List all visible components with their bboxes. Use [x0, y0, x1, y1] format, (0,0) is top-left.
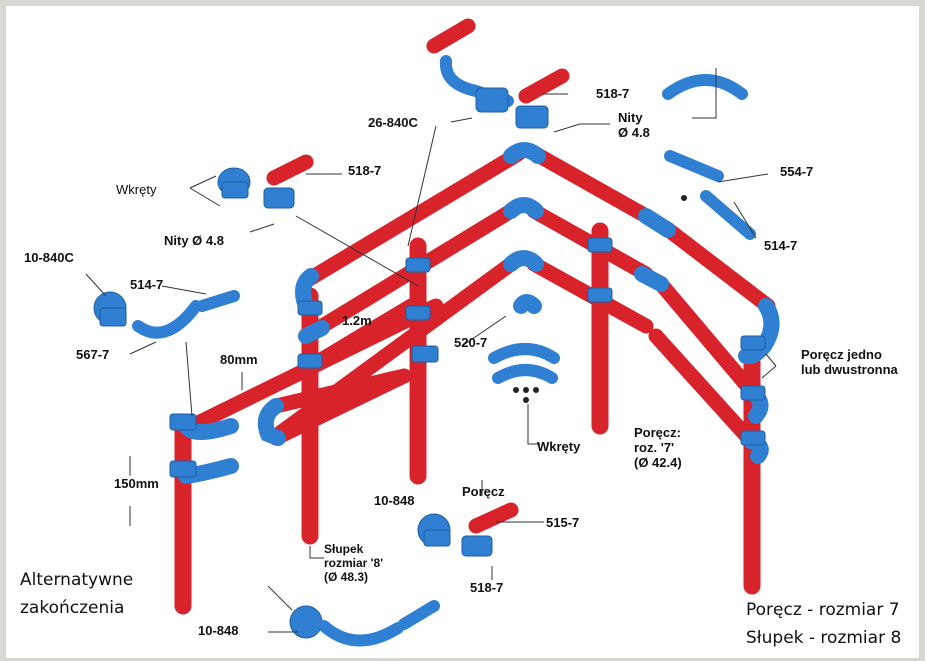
rail-low-left [268, 256, 519, 444]
part-514-left [196, 290, 240, 312]
elbow-top-apex [503, 142, 546, 164]
label-slupek-line1: Słupek [324, 542, 364, 556]
part-515-7 [461, 535, 493, 557]
legend-porecz: Poręcz - rozmiar 7 [746, 600, 900, 620]
label-slupek-line2: rozmiar '8' [324, 556, 384, 570]
part-elbow-upper-right [662, 74, 748, 100]
label-alternatywne-line1: Alternatywne [20, 570, 134, 590]
label-518-7-top: 518-7 [596, 86, 630, 101]
part-514-right [700, 190, 756, 240]
rail-top-right-a [528, 146, 654, 224]
label-554-7: 554-7 [780, 164, 814, 179]
fitting-520-base [411, 345, 439, 363]
label-1-2m: 1.2m [342, 313, 372, 328]
part-red-stub-top [426, 18, 476, 54]
label-520-7: 520-7 [454, 335, 488, 350]
part-518-left-stub [266, 154, 314, 186]
part-porecz-stub [468, 502, 519, 534]
part-elbow-bottom [318, 620, 404, 647]
label-slupek-line3: (Ø 48.3) [324, 570, 369, 584]
part-518-top-stub [518, 68, 570, 104]
label-518-7-left: 518-7 [348, 163, 382, 178]
part-554-7 [664, 150, 724, 182]
label-porecz-roz-line1: Poręcz: [634, 425, 681, 440]
alt-end-clamp-top [169, 413, 197, 431]
label-nity-left: Nity Ø 4.8 [164, 233, 224, 248]
elbow-mid-apex [503, 197, 544, 219]
label-porecz-jedno-line2: lub dwustronna [801, 362, 898, 377]
part-518-top [515, 105, 549, 129]
tee-right-mid [587, 287, 613, 303]
rail-top-left [298, 146, 526, 289]
exploded-parts [93, 18, 756, 647]
diagram-canvas: .red{fill:none;stroke:#d8232b;stroke-wid… [6, 6, 919, 658]
part-518-left [263, 187, 295, 209]
label-10-848-mid: 10-848 [374, 493, 415, 508]
label-porecz-roz-line2: roz. '7' [634, 440, 675, 455]
elbow-low-apex [503, 250, 544, 272]
legend-slupek: Słupek - rozmiar 8 [746, 628, 902, 648]
label-porecz-roz-line3: (Ø 42.4) [634, 455, 682, 470]
label-515-7: 515-7 [546, 515, 580, 530]
label-567-7: 567-7 [76, 347, 110, 362]
label-wkrety-left: Wkręty [116, 182, 157, 197]
label-80mm: 80mm [220, 352, 258, 367]
part-10-848-bottom [289, 605, 323, 639]
label-514-7-right: 514-7 [764, 238, 798, 253]
alt-end-clamp-bottom [169, 460, 197, 478]
label-porecz: Poręcz [462, 484, 505, 499]
label-porecz-jedno-line1: Poręcz jedno [801, 347, 882, 362]
label-alternatywne-line2: zakończenia [20, 598, 125, 618]
tee-right-top [587, 237, 613, 253]
rail-mid-right-b [653, 276, 762, 402]
u-return [257, 398, 286, 446]
label-10-848-bottom: 10-848 [198, 623, 239, 638]
tee-center-top [405, 257, 431, 273]
label-nity-top-line1: Nity [618, 110, 643, 125]
label-26-840c: 26-840C [368, 115, 418, 130]
rail-low-right-b [648, 328, 759, 449]
rail-top-right-b [658, 220, 776, 314]
rail-u-lower [268, 368, 412, 446]
leader-lines [85, 68, 777, 633]
label-518-7-bottom: 518-7 [470, 580, 504, 595]
label-514-7-left: 514-7 [130, 277, 164, 292]
part-520-7-arc2 [492, 364, 558, 384]
assembly-drawing: .red{fill:none;stroke:#d8232b;stroke-wid… [85, 18, 780, 647]
label-wkrety-mid: Wkręty [537, 439, 581, 454]
fittings [169, 142, 780, 484]
label-nity-top-line2: Ø 4.8 [618, 125, 650, 140]
label-10-840c: 10-840C [24, 250, 74, 265]
part-520-7-arc1 [488, 343, 560, 364]
rail-mid-left [298, 203, 519, 344]
part-567-7 [132, 300, 202, 339]
tee-center-mid [405, 305, 431, 321]
label-150mm: 150mm [114, 476, 159, 491]
